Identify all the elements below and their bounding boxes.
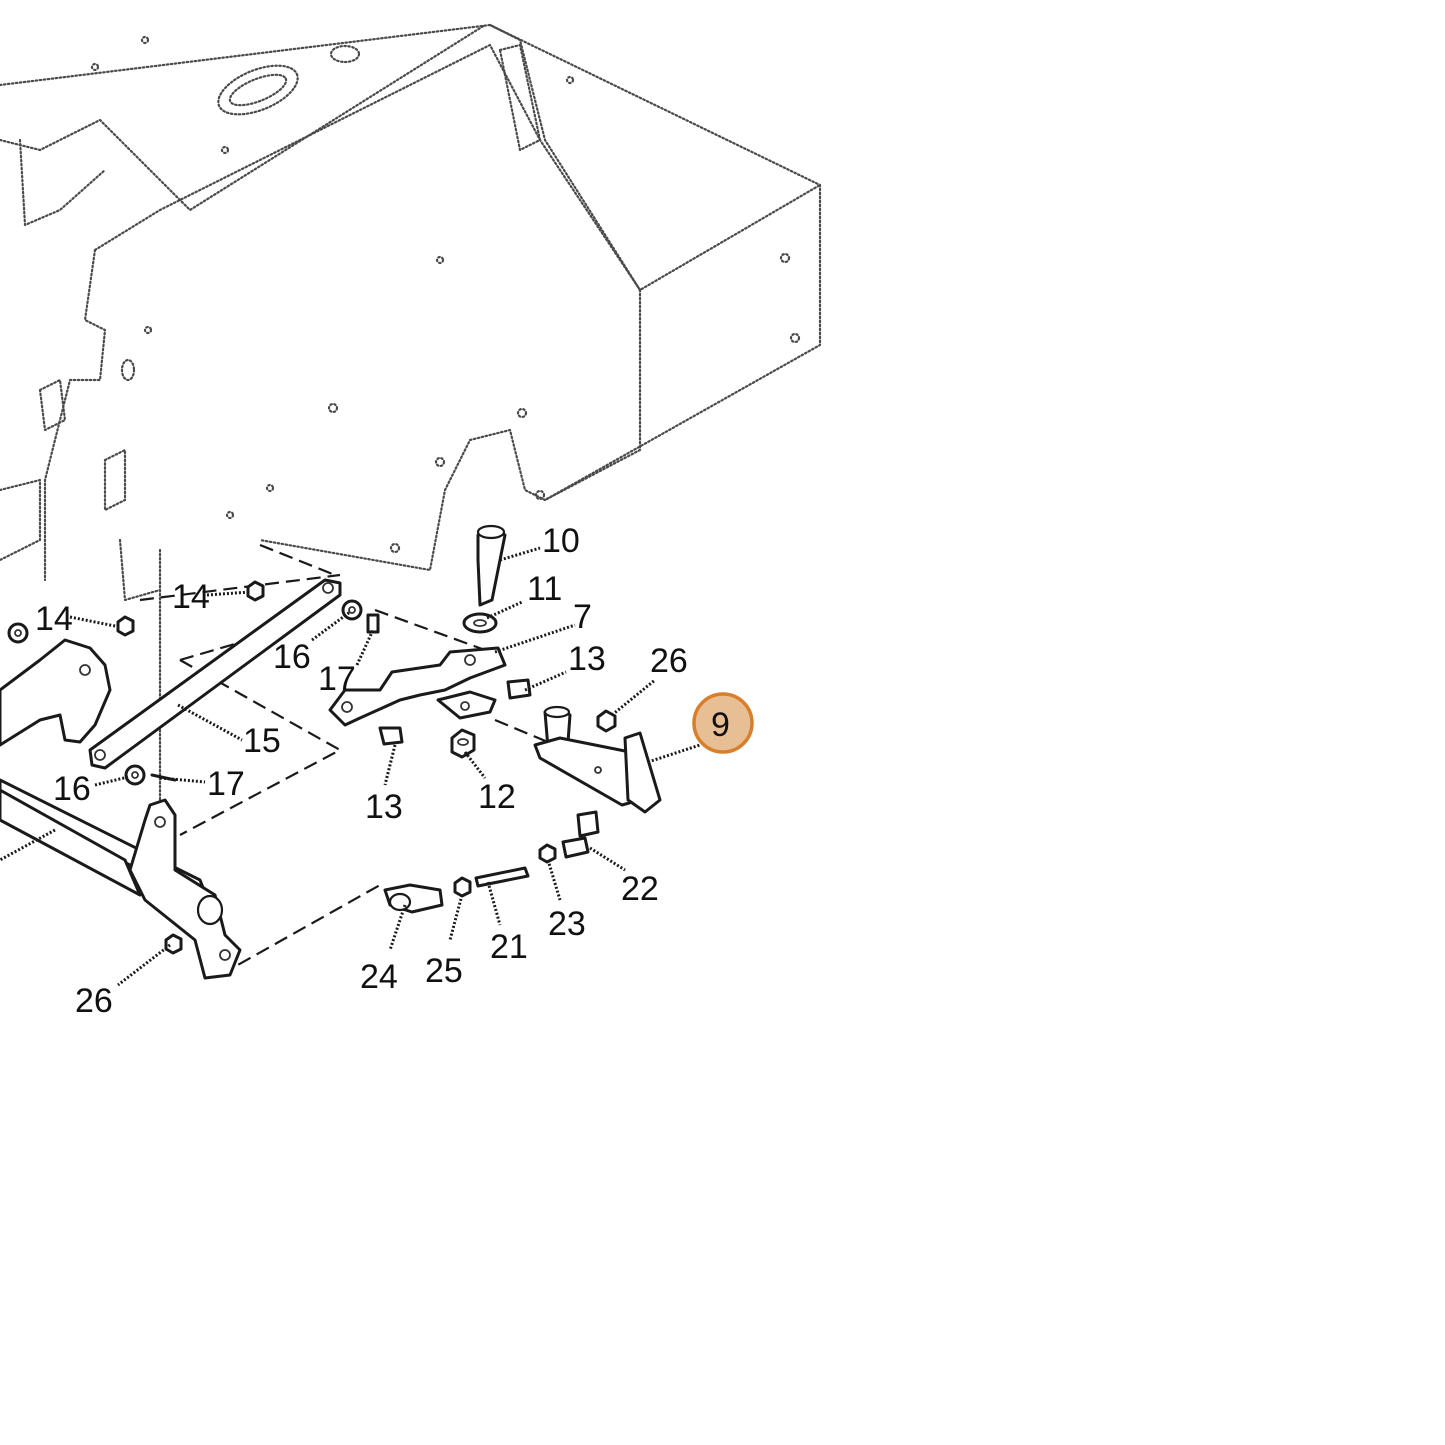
- screw-13-upper: [506, 678, 532, 700]
- callout-17-upper[interactable]: 17: [318, 660, 356, 698]
- washer-16-upper: [341, 599, 363, 621]
- callout-15[interactable]: 15: [243, 722, 281, 760]
- pedal-arm-9: [533, 705, 662, 814]
- washer: [462, 612, 498, 634]
- nut-23: [538, 843, 557, 864]
- callout-labels: 10 11 7 13 26 9 14 14 16 17 15 16 17 13 …: [35, 522, 730, 1020]
- highlight-badge[interactable]: [692, 692, 754, 754]
- callout-14-right[interactable]: 14: [172, 578, 210, 616]
- callout-12[interactable]: 12: [478, 778, 516, 816]
- callout-16-upper[interactable]: 16: [273, 638, 311, 676]
- callout-22[interactable]: 22: [621, 870, 659, 908]
- callout-13-lower[interactable]: 13: [365, 788, 403, 826]
- frame-outline: [0, 23, 822, 832]
- callout-11[interactable]: 11: [527, 570, 562, 608]
- cross-shaft: [0, 778, 242, 980]
- cotter-17-upper: [366, 613, 380, 634]
- nut-26-lower: [164, 933, 183, 955]
- pin-24: [383, 883, 444, 914]
- nut-26-upper: [596, 709, 617, 733]
- callout-7[interactable]: 7: [573, 598, 592, 636]
- assembly-lines: [139, 543, 556, 976]
- callout-26-lower[interactable]: 26: [75, 982, 113, 1020]
- callout-23[interactable]: 23: [548, 905, 586, 943]
- nut-12: [450, 728, 476, 759]
- callout-24[interactable]: 24: [360, 958, 398, 996]
- washer-16-lower: [124, 764, 146, 786]
- pin-22: [561, 810, 600, 859]
- screw-13-lower: [378, 726, 404, 746]
- cotter-17-lower: [150, 773, 177, 782]
- pivot-bracket: [328, 646, 507, 727]
- callout-25[interactable]: 25: [425, 952, 463, 990]
- nut-25: [453, 876, 472, 898]
- nut-14-right: [246, 580, 265, 602]
- link-bar-15: [88, 578, 342, 770]
- nut-14-left: [116, 615, 135, 637]
- callout-13-upper[interactable]: 13: [568, 640, 606, 678]
- callout-10[interactable]: 10: [542, 522, 580, 560]
- leader-lines: [0, 546, 701, 987]
- callout-21[interactable]: 21: [490, 928, 528, 966]
- rod-21: [474, 866, 530, 888]
- callout-26-upper[interactable]: 26: [650, 642, 688, 680]
- callout-16-lower[interactable]: 16: [53, 770, 91, 808]
- callout-14-left[interactable]: 14: [35, 600, 73, 638]
- callout-9[interactable]: 9: [711, 706, 730, 744]
- left-bracket: [0, 622, 112, 747]
- callout-17-lower[interactable]: 17: [207, 765, 245, 803]
- pivot-bolt: [476, 524, 507, 607]
